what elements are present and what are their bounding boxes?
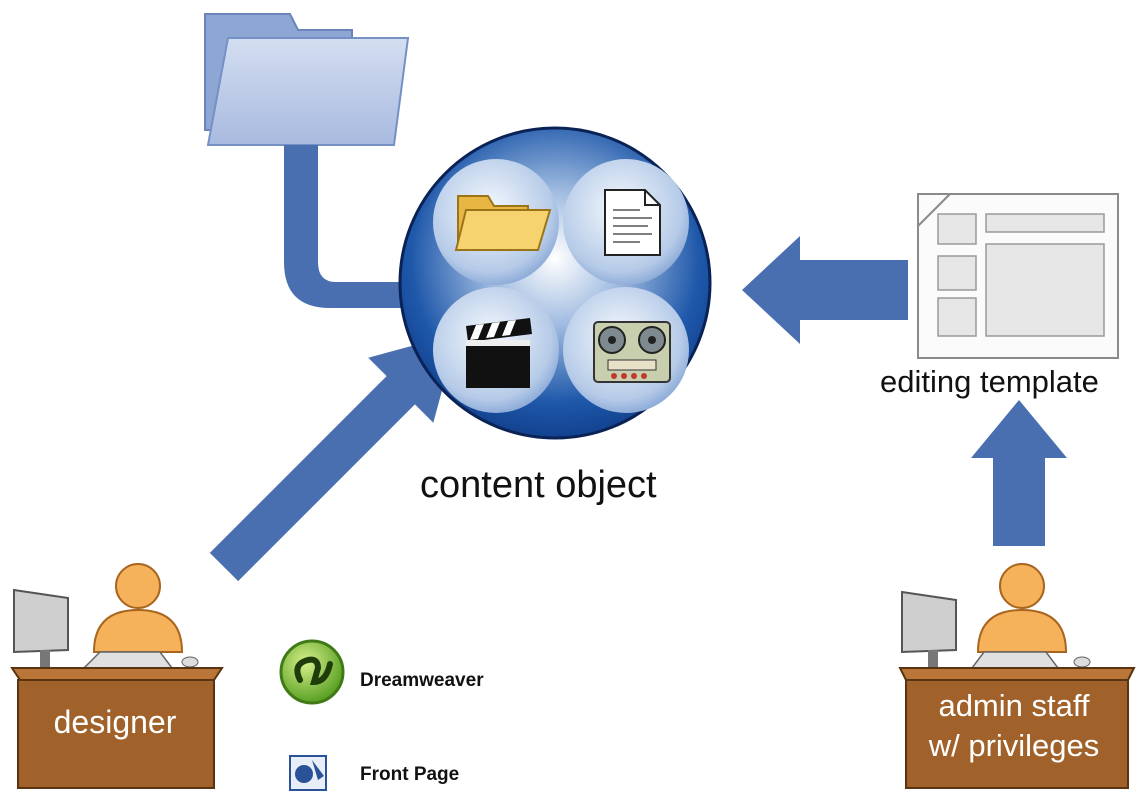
content-object-label: content object — [420, 464, 657, 506]
editing-template-label: editing template — [880, 364, 1099, 399]
admin-label-line1: admin staff — [938, 688, 1090, 723]
dreamweaver-label: Dreamweaver — [360, 670, 484, 691]
folder-icon — [454, 195, 552, 251]
content-object-sphere — [398, 126, 712, 440]
designer-label: designer — [53, 704, 177, 740]
designer-workstation — [10, 563, 224, 789]
admin-arrow — [971, 400, 1067, 546]
dreamweaver-icon — [279, 639, 345, 705]
clapperboard-icon — [466, 318, 532, 388]
admin-label-line2: w/ privileges — [928, 728, 1100, 763]
tape-recorder-icon — [593, 321, 671, 383]
template-arrow — [742, 236, 908, 344]
designer-arrow — [209, 333, 458, 582]
document-icon — [604, 189, 661, 256]
frontpage-label: Front Page — [360, 764, 460, 785]
folder-connector — [284, 145, 410, 308]
admin-workstation — [898, 563, 1136, 789]
editing-template-icon — [917, 193, 1119, 359]
repository-folder-icon — [204, 13, 410, 146]
frontpage-icon — [289, 755, 327, 791]
